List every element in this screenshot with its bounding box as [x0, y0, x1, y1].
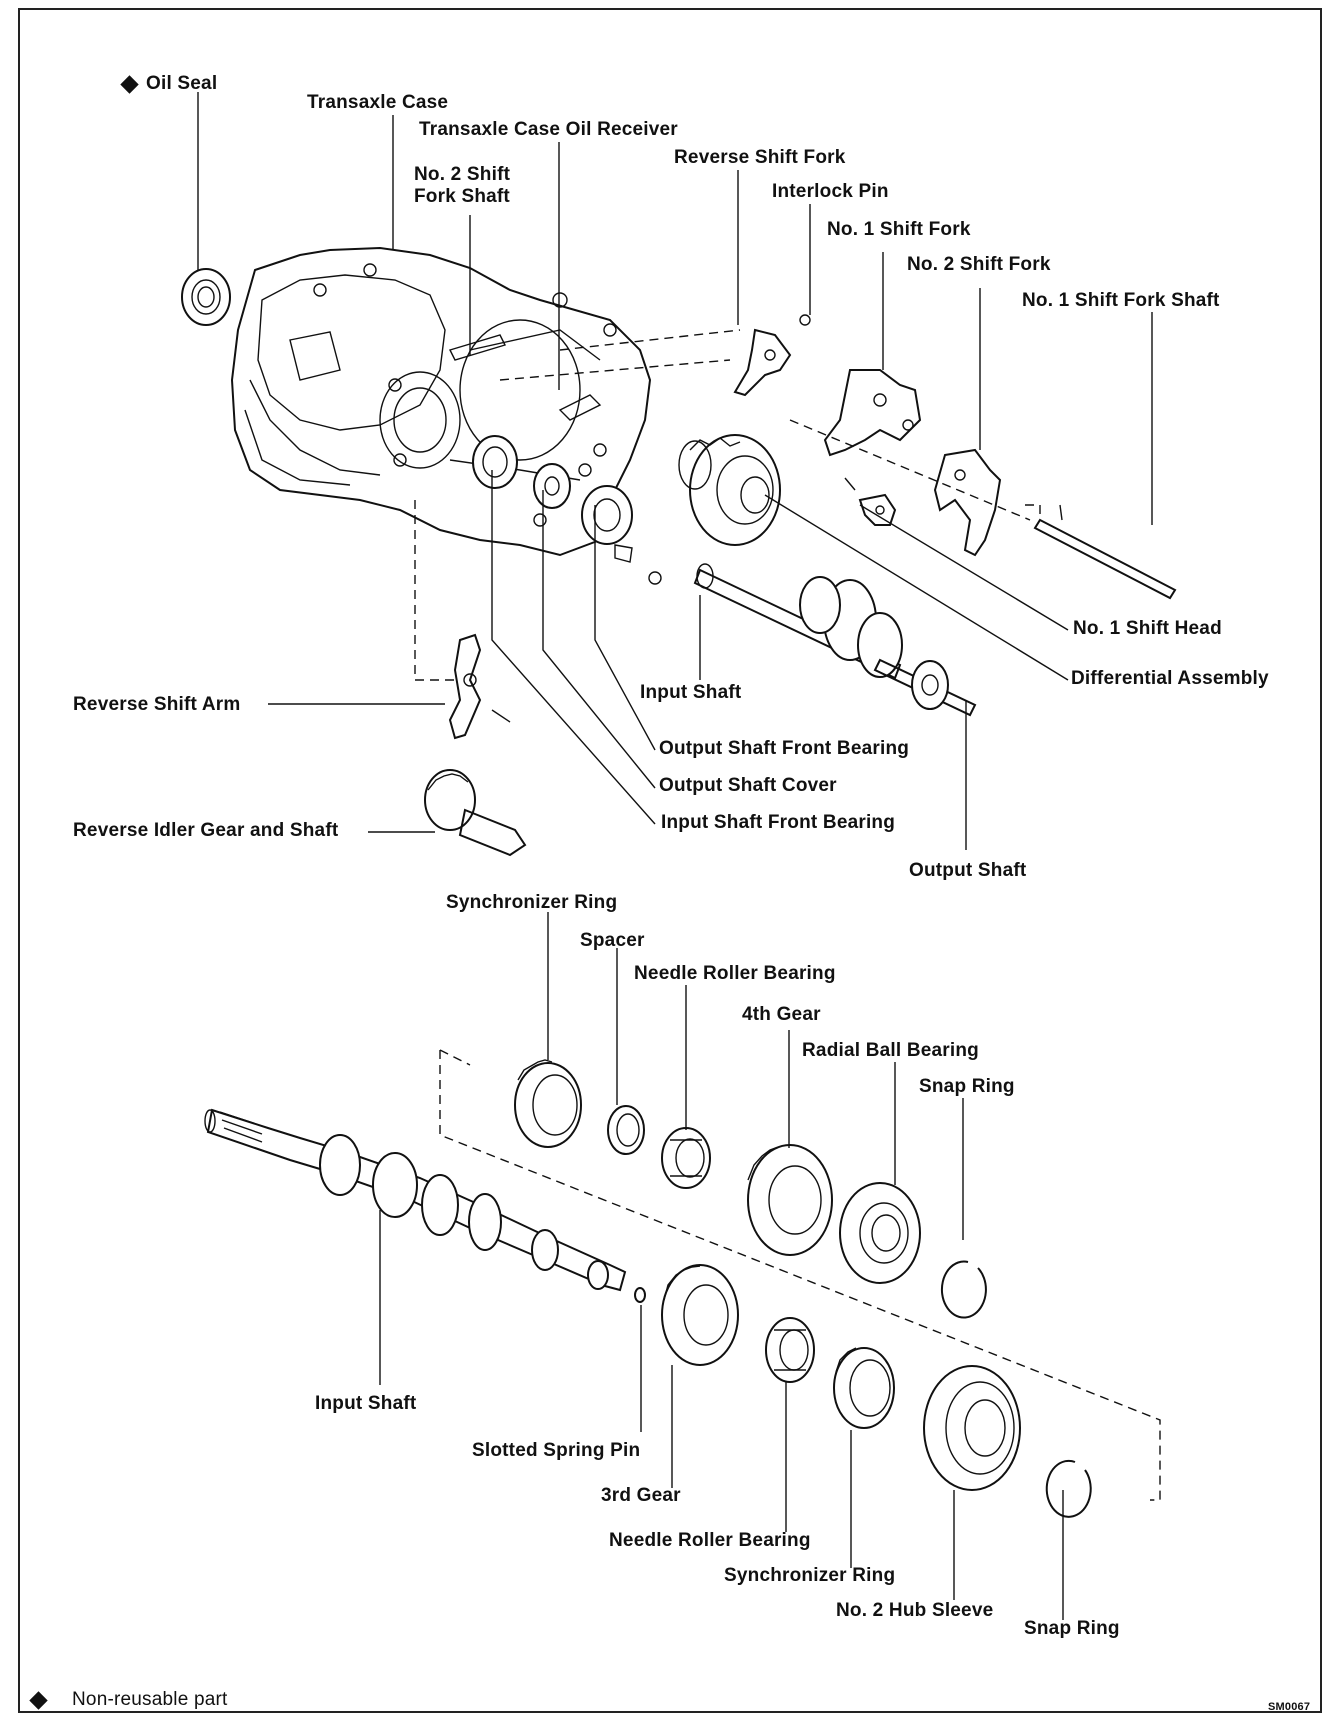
label-needle-roller-bearing-top: Needle Roller Bearing — [634, 963, 836, 984]
label-no2-shift-fork-shaft: No. 2 Shift Fork Shaft — [414, 164, 511, 207]
fourth-gear-drawing — [747, 1144, 833, 1256]
label-synchronizer-ring-bottom: Synchronizer Ring — [724, 1565, 896, 1586]
radial-ball-bearing-drawing — [839, 1182, 921, 1284]
synchronizer-ring-bottom-drawing — [833, 1347, 895, 1429]
synchronizer-ring-top-drawing — [514, 1059, 582, 1148]
label-output-shaft-cover: Output Shaft Cover — [659, 775, 837, 796]
label-reverse-shift-fork: Reverse Shift Fork — [674, 147, 846, 168]
label-transaxle-case: Transaxle Case — [307, 92, 449, 113]
legend-text: Non-reusable part — [72, 1689, 228, 1710]
label-snap-ring-top: Snap Ring — [919, 1076, 1015, 1097]
label-snap-ring-bottom: Snap Ring — [1024, 1618, 1120, 1639]
label-fourth-gear: 4th Gear — [742, 1004, 821, 1025]
figure-code: SM0067 — [1268, 1701, 1311, 1713]
third-gear-drawing — [661, 1264, 739, 1366]
leader-lines — [197, 92, 1153, 1620]
label-case-oil-receiver: Transaxle Case Oil Receiver — [419, 119, 678, 140]
label-no1-shift-fork: No. 1 Shift Fork — [827, 219, 971, 240]
label-synchronizer-ring-top: Synchronizer Ring — [446, 892, 618, 913]
diagram-frame — [18, 8, 1322, 1713]
label-reverse-idler-gear: Reverse Idler Gear and Shaft — [73, 820, 339, 841]
needle-bearing-top-drawing — [661, 1127, 711, 1189]
label-no2-shift-fork: No. 2 Shift Fork — [907, 254, 1051, 275]
reverse-shift-fork-drawing — [733, 314, 811, 397]
label-reverse-shift-arm: Reverse Shift Arm — [73, 694, 241, 715]
label-output-shaft: Output Shaft — [909, 860, 1027, 881]
label-no1-shift-head: No. 1 Shift Head — [1073, 618, 1222, 639]
label-spacer: Spacer — [580, 930, 645, 951]
label-no2-hub-sleeve: No. 2 Hub Sleeve — [836, 1600, 994, 1621]
label-needle-roller-bearing-bottom: Needle Roller Bearing — [609, 1530, 811, 1551]
label-slotted-spring-pin: Slotted Spring Pin — [472, 1440, 641, 1461]
label-differential-assembly: Differential Assembly — [1071, 668, 1269, 689]
label-input-shaft-top: Input Shaft — [640, 682, 742, 703]
differential-assembly-drawing — [678, 434, 781, 546]
slotted-spring-pin-drawing — [634, 1287, 646, 1303]
label-radial-ball-bearing: Radial Ball Bearing — [802, 1040, 979, 1061]
reverse-idler-gear-drawing — [424, 769, 527, 857]
label-output-shaft-front-bearing: Output Shaft Front Bearing — [659, 738, 910, 759]
label-no1-shift-fork-shaft: No. 1 Shift Fork Shaft — [1022, 290, 1220, 311]
input-shaft-bottom-drawing — [204, 1108, 627, 1292]
snap-ring-top-drawing — [940, 1260, 987, 1319]
front-bearings-drawing — [472, 435, 662, 585]
label-oil-seal: Oil Seal — [146, 73, 218, 94]
snap-ring-bottom-drawing — [1045, 1459, 1092, 1518]
no2-shift-fork-drawing — [933, 448, 1002, 557]
no1-shift-fork-shaft-drawing — [1033, 504, 1177, 600]
spacer-drawing — [607, 1105, 645, 1155]
hub-sleeve-drawing — [923, 1365, 1021, 1491]
label-interlock-pin: Interlock Pin — [772, 181, 889, 202]
reverse-shift-arm-drawing — [448, 633, 511, 740]
label-third-gear: 3rd Gear — [601, 1485, 681, 1506]
no1-shift-head-drawing — [844, 477, 897, 526]
needle-bearing-bottom-drawing — [765, 1317, 815, 1383]
label-input-shaft-front-bearing: Input Shaft Front Bearing — [661, 812, 896, 833]
top-shafts-drawing — [693, 563, 977, 717]
label-input-shaft-bottom: Input Shaft — [315, 1393, 417, 1414]
no1-shift-fork-drawing — [823, 369, 922, 457]
oil-seal-drawing — [181, 268, 231, 326]
